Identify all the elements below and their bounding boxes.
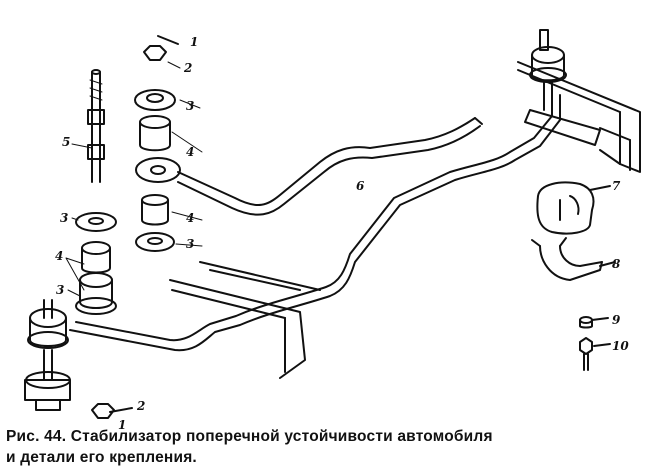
callout-1-bottom: 1 xyxy=(118,418,127,432)
callout-4-mid: 4 xyxy=(186,211,195,225)
bottom-nut xyxy=(91,403,133,419)
callout-5: 5 xyxy=(62,135,71,149)
link-bolt-5 xyxy=(87,69,105,183)
middle-stack xyxy=(135,194,175,252)
caption-line-2: и детали его крепления. xyxy=(6,449,197,466)
left-frame-member xyxy=(169,261,321,379)
callout-8: 8 xyxy=(612,257,621,271)
right-frame-member xyxy=(517,61,641,173)
callout-6: 6 xyxy=(356,179,365,193)
callout-3-left: 3 xyxy=(60,211,69,225)
caption-line-1: Рис. 44. Стабилизатор поперечной устойчи… xyxy=(6,428,493,445)
callout-3-top: 3 xyxy=(186,99,195,113)
callout-7: 7 xyxy=(612,179,621,193)
stabilizer-bar xyxy=(69,89,561,352)
left-stack xyxy=(75,212,117,315)
arm-6 xyxy=(135,117,483,216)
clamp-8 xyxy=(531,237,616,281)
callout-2-top: 2 xyxy=(184,61,193,75)
callout-3-mid: 3 xyxy=(186,237,195,251)
callout-1-top: 1 xyxy=(190,35,199,49)
callout-4-top: 4 xyxy=(186,145,195,159)
callout-10: 10 xyxy=(612,339,629,353)
left-link-assembly xyxy=(24,299,71,411)
callout-3-lower: 3 xyxy=(56,283,65,297)
callout-4-left: 4 xyxy=(55,249,64,263)
callout-2-bottom: 2 xyxy=(137,399,146,413)
bracket-7 xyxy=(536,181,611,235)
right-link-assembly xyxy=(524,29,601,146)
top-stack xyxy=(134,35,179,152)
bolt-10 xyxy=(579,316,611,371)
callout-9: 9 xyxy=(612,313,621,327)
